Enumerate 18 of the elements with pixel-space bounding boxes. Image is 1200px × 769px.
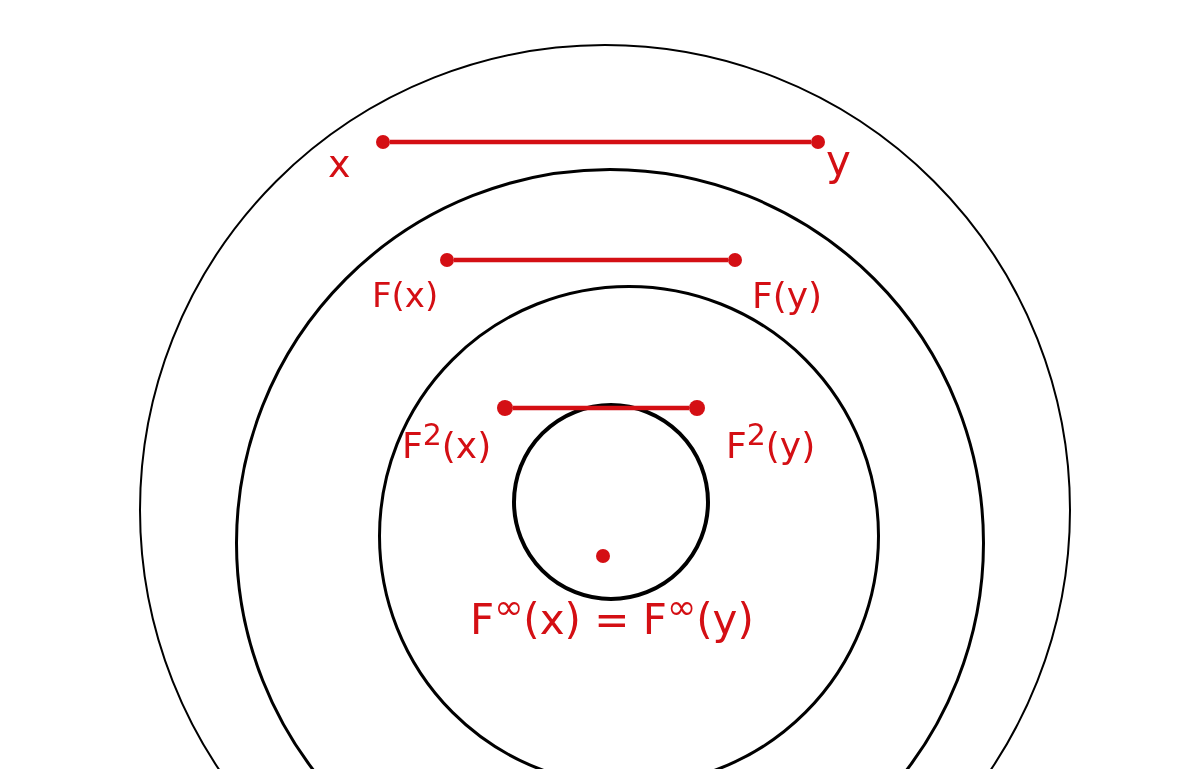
line-segment — [513, 405, 689, 411]
point-label: F(y) — [752, 278, 823, 314]
line-segment — [454, 257, 728, 263]
point-dot — [810, 134, 825, 149]
point-label: y — [826, 140, 851, 182]
point-label: F$^{∞}$(x) = F$^{∞}$(y) — [470, 590, 754, 641]
point-dot — [727, 252, 742, 267]
point-dot — [596, 549, 610, 563]
point-dot — [496, 399, 513, 416]
point-label: F(x) — [372, 278, 439, 312]
ring-circle — [139, 44, 1071, 769]
point-dot — [439, 252, 454, 267]
point-label: x — [328, 145, 351, 183]
point-dot — [375, 134, 390, 149]
point-dot — [688, 399, 705, 416]
line-segment — [390, 139, 811, 145]
point-label: F$^{2}$(x) — [402, 420, 492, 464]
point-label: F$^{2}$(y) — [726, 420, 816, 464]
